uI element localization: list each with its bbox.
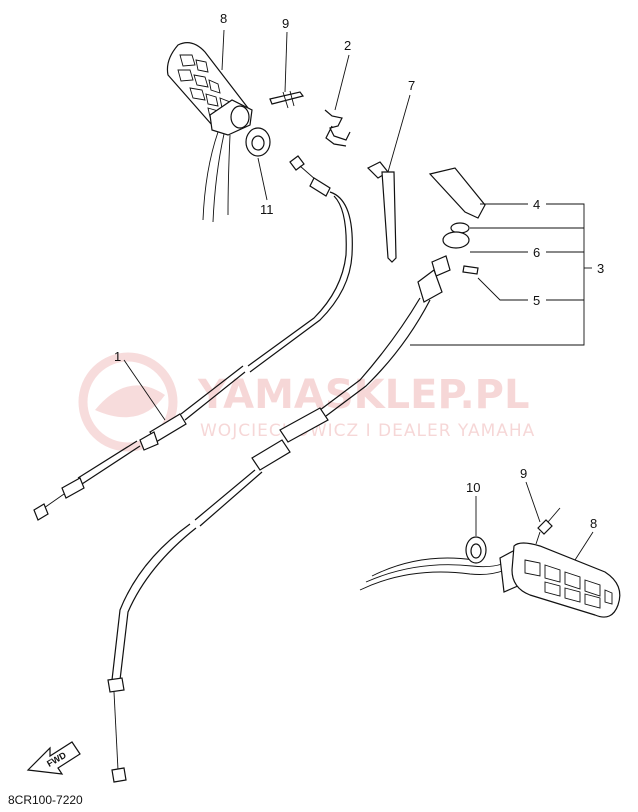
watermark-subtitle: WOJCIECHOWICZ I DEALER YAMAHA — [200, 421, 535, 441]
callout-4: 4 — [533, 197, 540, 212]
callout-5: 5 — [533, 293, 540, 308]
callout-9-top: 9 — [282, 16, 289, 31]
leader-lines — [123, 29, 594, 561]
grip-bottom-right — [359, 542, 621, 618]
callout-1: 1 — [114, 349, 121, 364]
pin-bottom — [535, 507, 561, 545]
clip-2 — [324, 109, 351, 147]
housing-parts — [428, 167, 486, 275]
diagram-code: 8CR100-7220 — [8, 793, 83, 807]
fwd-arrow: FWD — [26, 741, 81, 775]
callout-labels: 1 2 3 4 5 6 7 8 9 11 10 9 8 — [114, 11, 604, 531]
callout-2: 2 — [344, 38, 351, 53]
ring-10 — [465, 536, 487, 564]
callout-10: 10 — [466, 480, 480, 495]
cable-1 — [33, 155, 353, 521]
callout-3: 3 — [597, 261, 604, 276]
pin-top — [269, 90, 305, 109]
callout-11: 11 — [260, 202, 274, 217]
callout-6: 6 — [533, 245, 540, 260]
callout-9-bottom: 9 — [520, 466, 527, 481]
cable-2 — [107, 255, 451, 783]
watermark-title: YAMASKLEP.PL — [197, 372, 529, 418]
callout-7: 7 — [408, 78, 415, 93]
ring-11 — [245, 127, 271, 157]
grip-top-left — [166, 42, 253, 223]
lever-7 — [366, 161, 397, 263]
watermark: YAMASKLEP.PL WOJCIECHOWICZ I DEALER YAMA… — [78, 352, 535, 452]
callout-8-top: 8 — [220, 11, 227, 26]
callout-8-bottom: 8 — [590, 516, 597, 531]
